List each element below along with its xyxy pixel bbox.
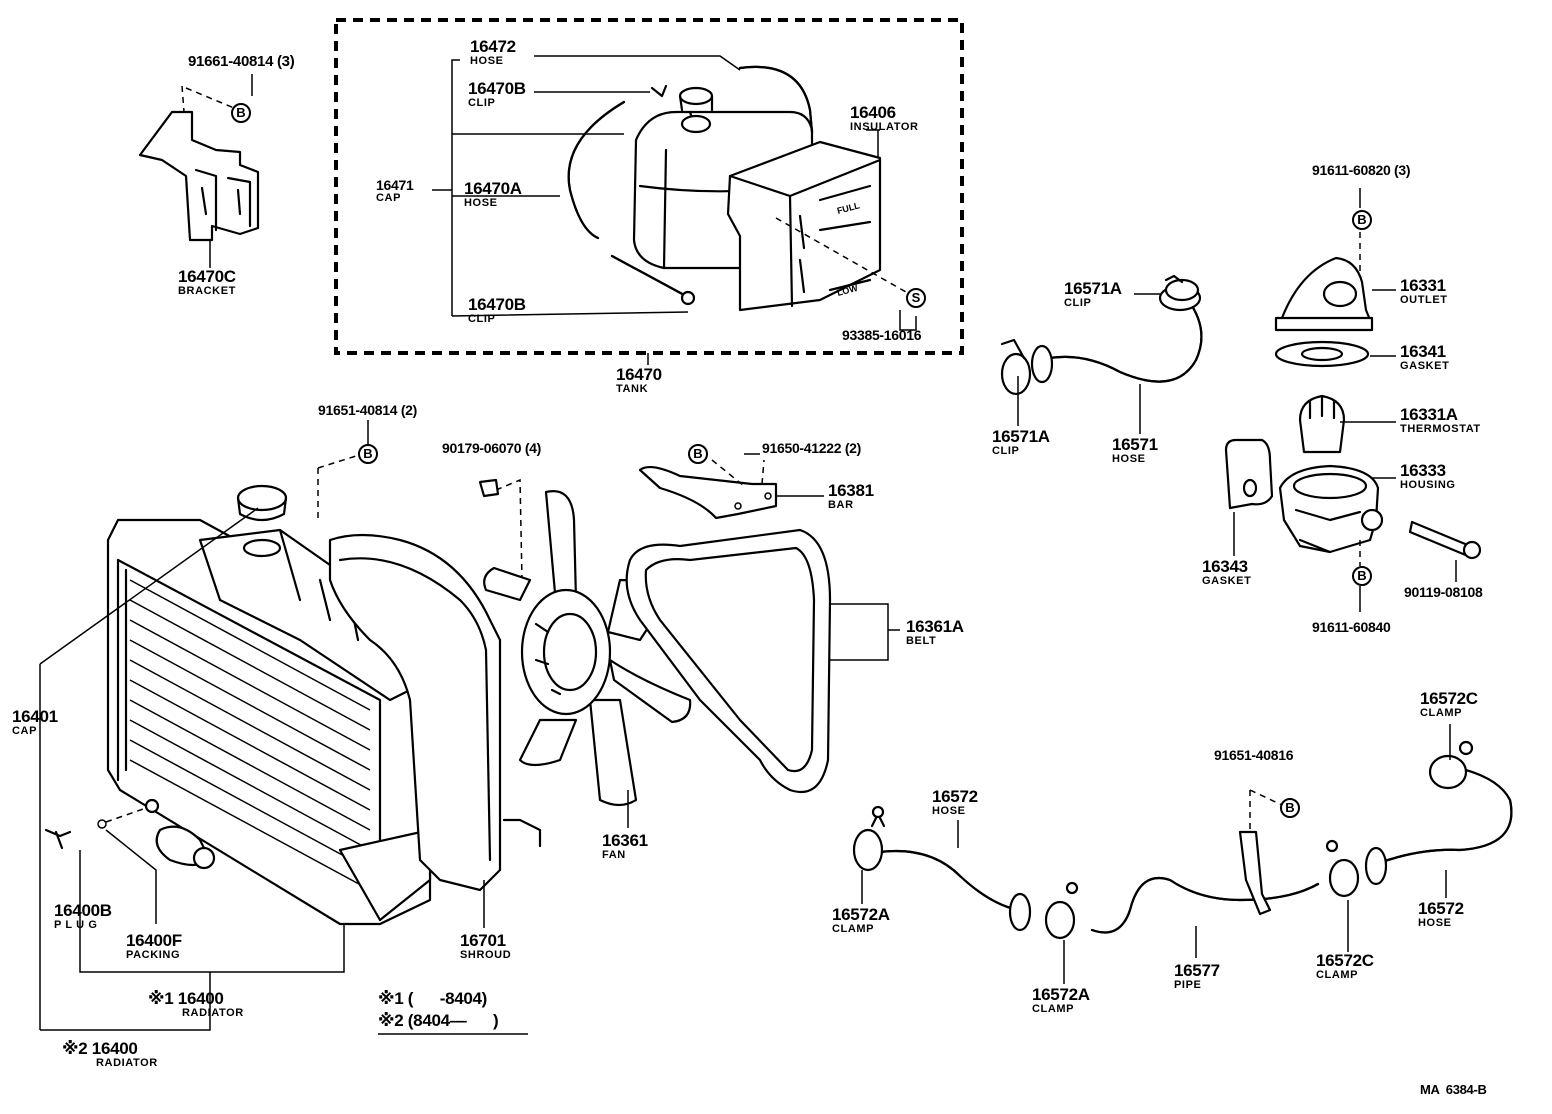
diagram-code: MA 6384-B (1420, 1082, 1487, 1097)
part-91661-40814: 91661-40814 (3) (188, 53, 295, 70)
bolt-badge: B (1280, 798, 1300, 818)
leader-lines (39, 74, 1457, 1035)
bolt-badge: B (231, 103, 251, 123)
insulator-16406: FULL LOW (726, 140, 907, 312)
part-90179-06070: 90179-06070 (4) (442, 440, 542, 456)
tank-group-boundary (334, 18, 964, 355)
part-91650-41222: 91650-41222 (2) (762, 440, 862, 456)
tank-hoses (567, 65, 814, 306)
part-91611-60840: 91611-60840 (1312, 619, 1391, 635)
thermostat-group (1224, 232, 1482, 566)
part-93385-16016: 93385-16016 (842, 327, 922, 343)
bolt-badge: B (1352, 566, 1372, 586)
range-note-1: ※1 ( -8404) (378, 989, 488, 1008)
bracket-16470c (138, 85, 260, 242)
part-91611-60820: 91611-60820 (3) (1312, 162, 1411, 178)
shroud-16701 (317, 455, 542, 892)
lower-hose-16572-right (1364, 740, 1513, 886)
pipe-16577 (1044, 789, 1360, 940)
tank-leaders (432, 55, 917, 331)
belt-16361a (625, 528, 832, 794)
radiator-assembly (44, 484, 432, 926)
upper-hose-16571 (1000, 274, 1203, 396)
lower-hose-16572-left (852, 805, 1032, 932)
bolt-badge: B (688, 444, 708, 464)
bolt-badge: B (358, 444, 378, 464)
screw-badge: S (906, 288, 926, 308)
bolt-badge: B (1352, 210, 1372, 230)
part-91651-40816: 91651-40816 (1214, 747, 1294, 763)
fan-16361 (483, 490, 692, 807)
range-note-2: ※2 (8404— ) (378, 1011, 499, 1030)
part-90119-08108: 90119-08108 (1404, 584, 1483, 600)
bar-16381 (638, 459, 778, 520)
part-91651-40814: 91651-40814 (2) (318, 402, 418, 418)
